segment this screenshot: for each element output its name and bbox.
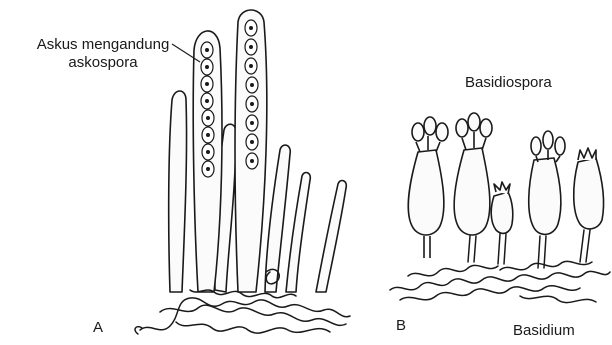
paraphysis	[286, 173, 310, 292]
askus-label-line2: askospora	[10, 54, 196, 72]
panel-b-label: B	[396, 317, 406, 334]
panel-b-basidia	[390, 113, 610, 303]
basidium	[529, 131, 565, 268]
basidium	[408, 117, 448, 258]
askus-label-line1: Askus mengandung	[10, 36, 196, 54]
basidium	[491, 182, 513, 264]
basidiospora-label: Basidiospora	[465, 74, 552, 91]
panel-a-label: A	[93, 319, 103, 336]
paraphysis	[316, 181, 346, 292]
basidium	[454, 113, 492, 262]
basidium	[574, 148, 604, 262]
askus-label: Askus mengandung askospora	[10, 36, 196, 72]
paraphysis	[169, 91, 187, 292]
basidium-label: Basidium	[513, 322, 575, 339]
hyphae-b	[390, 261, 610, 302]
